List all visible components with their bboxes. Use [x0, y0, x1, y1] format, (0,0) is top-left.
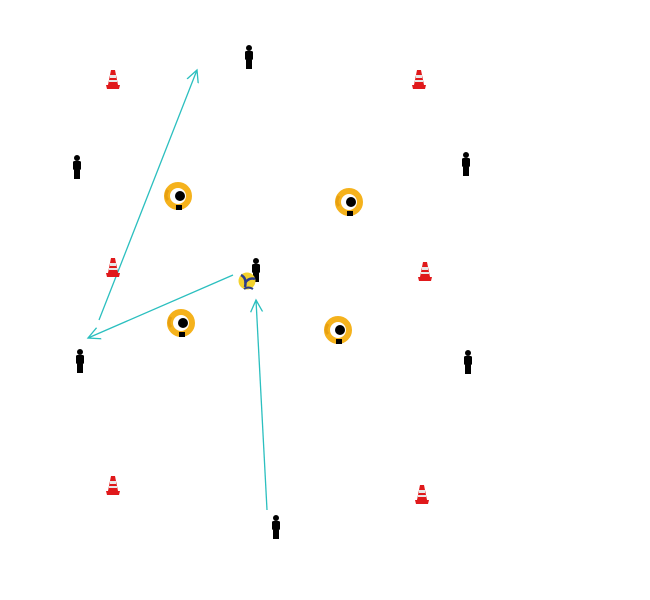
player-icon	[272, 515, 280, 539]
ring-player-icon	[337, 191, 360, 216]
player-icon	[73, 155, 81, 179]
player-icon	[462, 152, 470, 176]
cone-icon	[106, 258, 120, 277]
cone-icon	[415, 485, 429, 504]
player-icon	[76, 349, 84, 373]
ring-player-icon	[166, 185, 189, 210]
players	[73, 45, 472, 539]
ring-player-icon	[326, 319, 349, 344]
cones	[106, 70, 432, 504]
ring-players	[166, 185, 360, 344]
arrows	[88, 70, 268, 511]
ball-icon	[238, 272, 256, 290]
cone-icon	[106, 70, 120, 89]
arrow-pass-2	[88, 274, 234, 338]
cone-icon	[418, 262, 432, 281]
arrow-pass-3	[256, 300, 268, 511]
arrow-pass-1	[98, 70, 197, 321]
player-icon	[464, 350, 472, 374]
ring-player-icon	[169, 312, 192, 337]
cone-icon	[412, 70, 426, 89]
player-icon	[245, 45, 253, 69]
cone-icon	[106, 476, 120, 495]
